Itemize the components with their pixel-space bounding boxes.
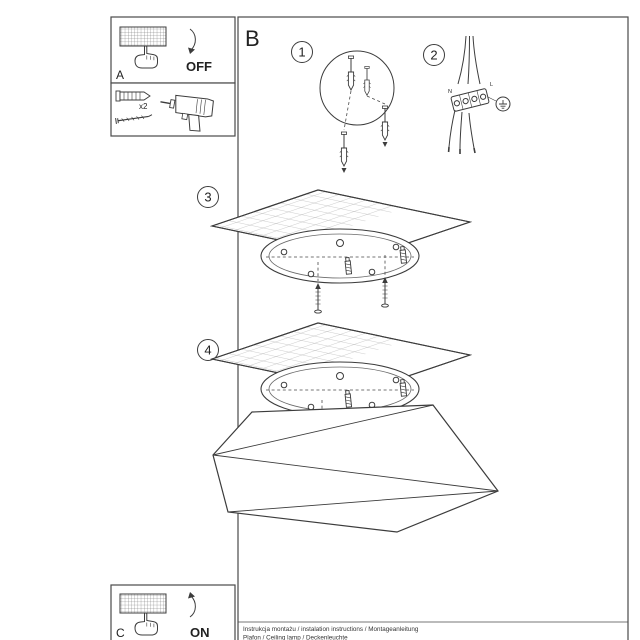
wire-stripped-ends (447, 146, 476, 154)
light-switch-icon (119, 593, 167, 614)
ground-glyph (499, 100, 507, 109)
panel-c-label: C (116, 626, 125, 640)
lampshade-facet-edges (212, 404, 499, 513)
anchor-collar (115, 90, 121, 102)
terminal-block-icon (450, 88, 490, 112)
step-1-number: 1 (298, 45, 305, 60)
wall-anchor-icon (115, 90, 151, 102)
ground-symbol-icon (495, 96, 511, 112)
ground-circle (495, 96, 511, 112)
screw-tip (148, 114, 153, 117)
curved-arrow-head (188, 592, 195, 599)
terminal-label-l: L (490, 82, 493, 88)
switch-state-on: ON (190, 625, 210, 640)
ground-lead (487, 96, 497, 102)
direction-arrow-icon (341, 168, 347, 173)
terminal-screw (462, 97, 469, 105)
drill-chuck (169, 99, 176, 109)
light-switch-icon (119, 26, 167, 47)
screw-icon (115, 114, 153, 125)
panel-a-label: A (116, 68, 124, 82)
screw-threads (121, 115, 145, 122)
terminal-screw (471, 95, 478, 103)
screw-head (115, 117, 119, 125)
drill-icon (160, 94, 214, 132)
direction-arrow-icon (382, 142, 388, 147)
drill-handle (188, 113, 201, 132)
hardware-panel-box (110, 82, 236, 137)
cable-wire (457, 35, 467, 85)
curved-arrow-icon (189, 595, 196, 618)
cable-wire (468, 112, 475, 149)
drill-trigger (181, 112, 189, 121)
power-cable-icon (457, 35, 481, 85)
terminal-dividers (459, 90, 481, 110)
step-4-badge (197, 339, 219, 361)
cable-wire (448, 109, 456, 148)
step-2-badge (423, 44, 445, 66)
cable-wire (472, 35, 481, 85)
mounting-detail-circle (319, 50, 395, 126)
step-4-number: 4 (204, 343, 211, 358)
anchor-body (119, 91, 151, 101)
step-1-badge (291, 41, 313, 63)
terminal-label-n: N (448, 89, 452, 95)
curved-arrow-icon (189, 28, 196, 51)
anchor-ribs (123, 92, 141, 100)
alignment-dashed-line (343, 90, 352, 131)
footer-line1: Instrukcja montażu / instalation instruc… (243, 626, 419, 633)
terminal-screw (453, 100, 461, 107)
panel-b-box (237, 16, 629, 640)
output-wires-icon (447, 109, 476, 154)
drill-vents (195, 99, 206, 116)
curved-arrow-head (188, 47, 195, 54)
cable-wire (459, 111, 463, 150)
switch-state-off: OFF (186, 59, 212, 74)
terminal-screw (479, 93, 487, 100)
footer-line2: Plafon / Ceiling lamp / Deckenleuchte (243, 635, 348, 640)
step-2-number: 2 (430, 48, 437, 63)
panel-b-label: B (245, 26, 260, 51)
step-3-number: 3 (204, 190, 211, 205)
step-3-badge (197, 186, 219, 208)
hexagon-lampshade (212, 404, 499, 533)
cable-wire (467, 35, 470, 85)
anchor-count: x2 (139, 102, 148, 111)
